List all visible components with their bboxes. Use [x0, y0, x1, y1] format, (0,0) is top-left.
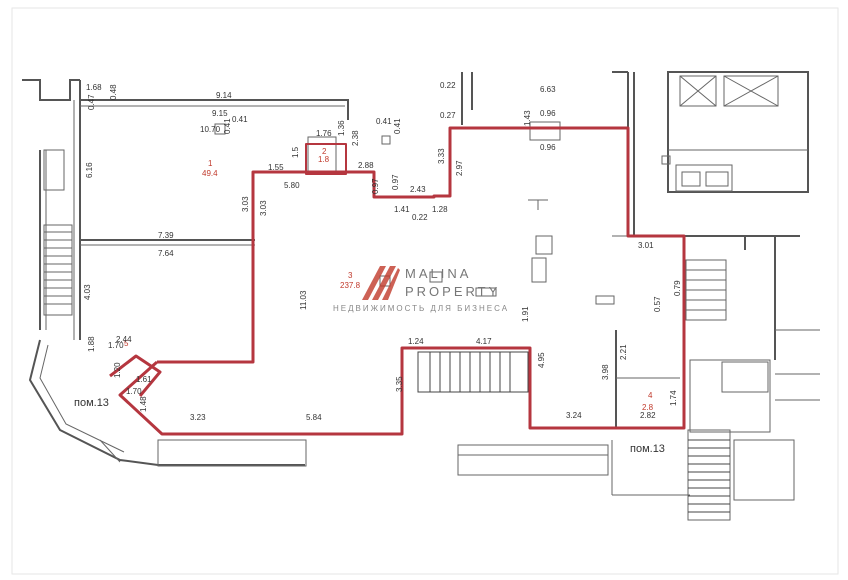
lower-walls	[28, 339, 609, 476]
dimension-label: 9.15	[212, 109, 228, 118]
dimension-label: 2.38	[351, 130, 360, 146]
dimension-label: 10.70	[200, 125, 221, 134]
dimension-label: 0.41	[232, 115, 248, 124]
dimension-label: 7.64	[158, 249, 174, 258]
dimension-label: 2.43	[410, 185, 426, 194]
dimension-label: 0.27	[440, 111, 456, 120]
dimension-label: 2.88	[358, 161, 374, 170]
dimension-label: 2.82	[640, 411, 656, 420]
dimension-label: 0.57	[653, 296, 662, 312]
room-3-area: 237.8	[340, 281, 361, 290]
dimension-label: 6.63	[540, 85, 556, 94]
dimension-label: 1.36	[337, 120, 346, 136]
watermark-tagline: НЕДВИЖИМОСТЬ ДЛЯ БИЗНЕСА	[333, 304, 509, 313]
dimension-label: 5.80	[284, 181, 300, 190]
room-3-number: 3	[348, 271, 353, 280]
left-exterior-wall	[22, 79, 81, 340]
dimension-label: 1.5	[291, 146, 300, 158]
room-1-walls	[80, 99, 391, 246]
dimension-label: 2.97	[455, 160, 464, 176]
malina-logo-icon	[362, 266, 400, 300]
dimension-label: 4.95	[537, 352, 546, 368]
dimension-label: 2.44	[116, 335, 132, 344]
dimension-label: 0.96	[540, 143, 556, 152]
dimension-label: 3.33	[437, 148, 446, 164]
dimension-label: 3.24	[566, 411, 582, 420]
dimension-label: 3.35	[395, 376, 404, 392]
dimension-label: 5.84	[306, 413, 322, 422]
dimension-label: 9.14	[216, 91, 232, 100]
right-building-block	[661, 71, 809, 193]
room-2-number: 2	[322, 147, 327, 156]
room-4-area: 2.8	[642, 403, 654, 412]
dimension-label: 1.76	[316, 129, 332, 138]
dimension-label: 7.39	[158, 231, 174, 240]
premises-outline	[118, 126, 686, 436]
upper-walls	[461, 71, 635, 235]
dimension-label: 4.17	[476, 337, 492, 346]
room-label-pom13-right: пом.13	[630, 443, 665, 455]
dimension-label: 1.24	[408, 337, 424, 346]
watermark-line2: PROPERTY	[405, 284, 500, 299]
room-label-pom13-left: пом.13	[74, 397, 109, 409]
dimension-label: 0.79	[673, 280, 682, 296]
dimension-label: 3.98	[601, 364, 610, 380]
dimension-label: 1.20	[113, 362, 122, 378]
left-staircase	[43, 224, 73, 316]
dimension-label: 1.91	[521, 306, 530, 322]
toilet-room-outline	[109, 354, 162, 397]
dimension-label: 0.22	[412, 213, 428, 222]
central-staircase	[417, 351, 529, 393]
dimension-label: 3.03	[241, 196, 250, 212]
dimension-label: 3.01	[638, 241, 654, 250]
dimension-label: 1.48	[139, 396, 148, 412]
room-1-area: 49.4	[202, 169, 218, 178]
dimension-label: 0.97	[391, 174, 400, 190]
room-4-number: 4	[648, 391, 653, 400]
dimension-label: 1.70	[108, 341, 124, 350]
dimension-label: 1.43	[523, 110, 532, 126]
dimension-label: 0.96	[540, 109, 556, 118]
dimension-label: 6.16	[85, 162, 94, 178]
dimension-label: 1.28	[432, 205, 448, 214]
dimension-label: 1.61	[136, 375, 152, 384]
dimension-label: 1.74	[669, 390, 678, 406]
dimension-label: 1.70	[126, 387, 142, 396]
right-lower-block	[611, 235, 820, 521]
room-1-number: 1	[208, 159, 213, 168]
room-5-number: 5	[124, 339, 129, 348]
dimension-label: 0.22	[440, 81, 456, 90]
dimension-label: 1.68	[86, 83, 102, 92]
dimension-label: 0.48	[109, 84, 118, 100]
room-2-outline	[305, 143, 347, 175]
dimension-label: 0.41	[376, 117, 392, 126]
dimension-label: 1.88	[87, 336, 96, 352]
dimension-label: 0.97	[371, 178, 380, 194]
dimension-labels: 1.68 0.47 0.48 9.14 9.15 0.41 0.41 10.70…	[83, 81, 682, 422]
dimension-label: 3.23	[190, 413, 206, 422]
dimension-label: 4.03	[83, 284, 92, 300]
dimension-label: 1.55	[268, 163, 284, 172]
room-2-area: 1.8	[318, 155, 330, 164]
dimension-label: 0.47	[87, 94, 96, 110]
dimension-label: 0.41	[393, 118, 402, 134]
dimension-label: 11.03	[299, 290, 308, 310]
dimension-label: 0.41	[223, 118, 232, 134]
dimension-label: 2.21	[619, 344, 628, 360]
dimension-label: 1.41	[394, 205, 410, 214]
watermark-line1: MALINA	[405, 266, 471, 281]
dimension-label: 3.03	[259, 200, 268, 216]
image-frame	[11, 7, 839, 575]
